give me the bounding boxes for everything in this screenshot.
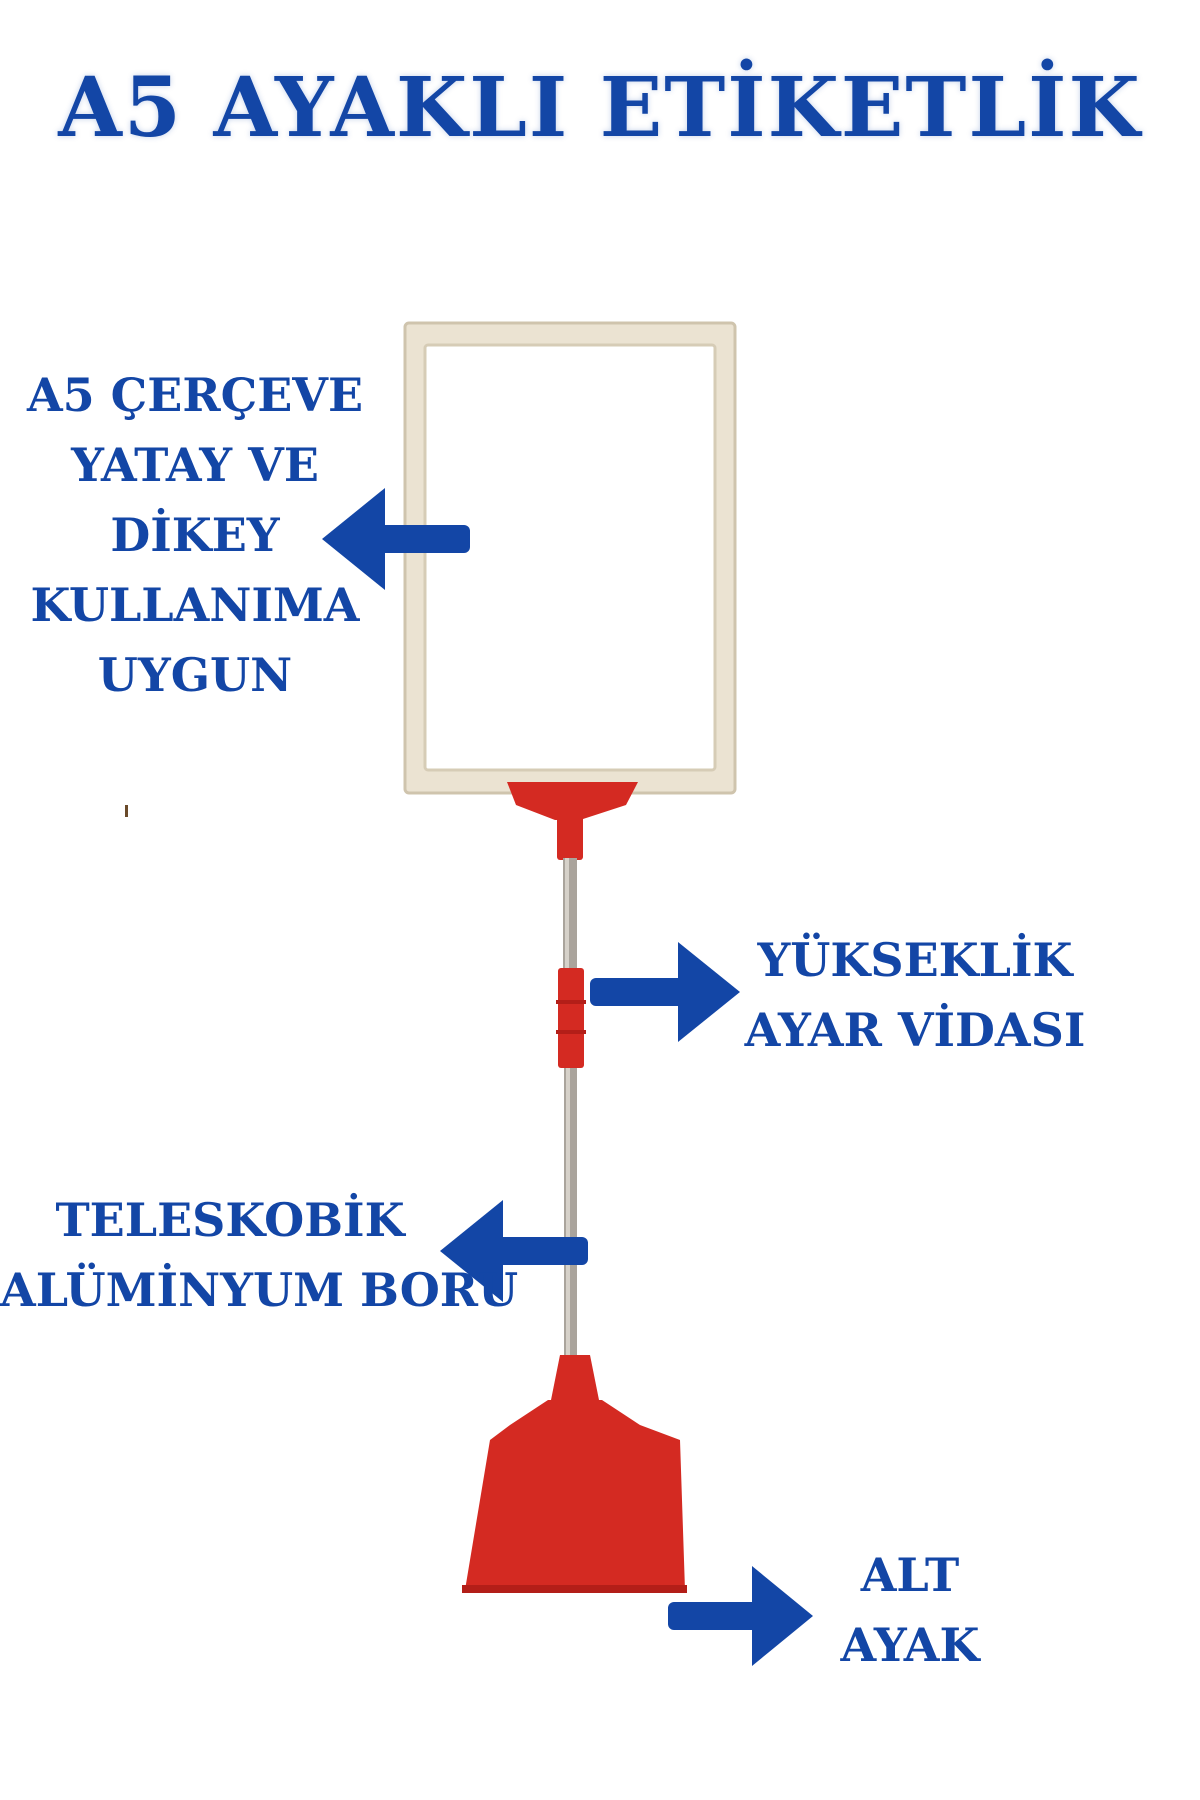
- label-line: YÜKSEKLİK: [757, 933, 1073, 987]
- frame-connector: [507, 782, 638, 860]
- label-line: ALT: [860, 1548, 960, 1602]
- label-line: DİKEY: [110, 508, 280, 562]
- arrow-left-icon: [440, 1200, 588, 1302]
- arrow-right-icon: [590, 942, 740, 1042]
- label-line: TELESKOBİK: [55, 1193, 405, 1247]
- page-title: A5 AYAKLI ETİKETLİK: [58, 60, 1142, 156]
- label-line: UYGUN: [97, 648, 293, 702]
- label-line: KULLANIMA: [30, 578, 360, 632]
- base-foot-label: ALT AYAK: [810, 1540, 1010, 1680]
- a5-frame: [403, 321, 737, 795]
- label-line: ALÜMİNYUM BORU: [0, 1263, 519, 1317]
- telescopic-pole: [563, 858, 577, 1360]
- height-screw-label: YÜKSEKLİK AYAR VİDASI: [740, 925, 1090, 1065]
- telescopic-pipe-label: TELESKOBİK ALÜMİNYUM BORU: [0, 1185, 519, 1325]
- arrow-left-icon: [322, 488, 470, 590]
- label-line: AYAR VİDASI: [744, 1003, 1086, 1057]
- label-line: A5 ÇERÇEVE: [26, 368, 364, 422]
- arrow-right-icon: [668, 1566, 813, 1666]
- label-line: AYAK: [840, 1618, 980, 1672]
- label-line: YATAY VE: [71, 438, 319, 492]
- stray-mark: [125, 805, 128, 817]
- base-foot: [462, 1355, 687, 1593]
- frame-feature-label: A5 ÇERÇEVE YATAY VE DİKEY KULLANIMA UYGU…: [10, 360, 380, 710]
- height-adjust-screw: [556, 968, 586, 1068]
